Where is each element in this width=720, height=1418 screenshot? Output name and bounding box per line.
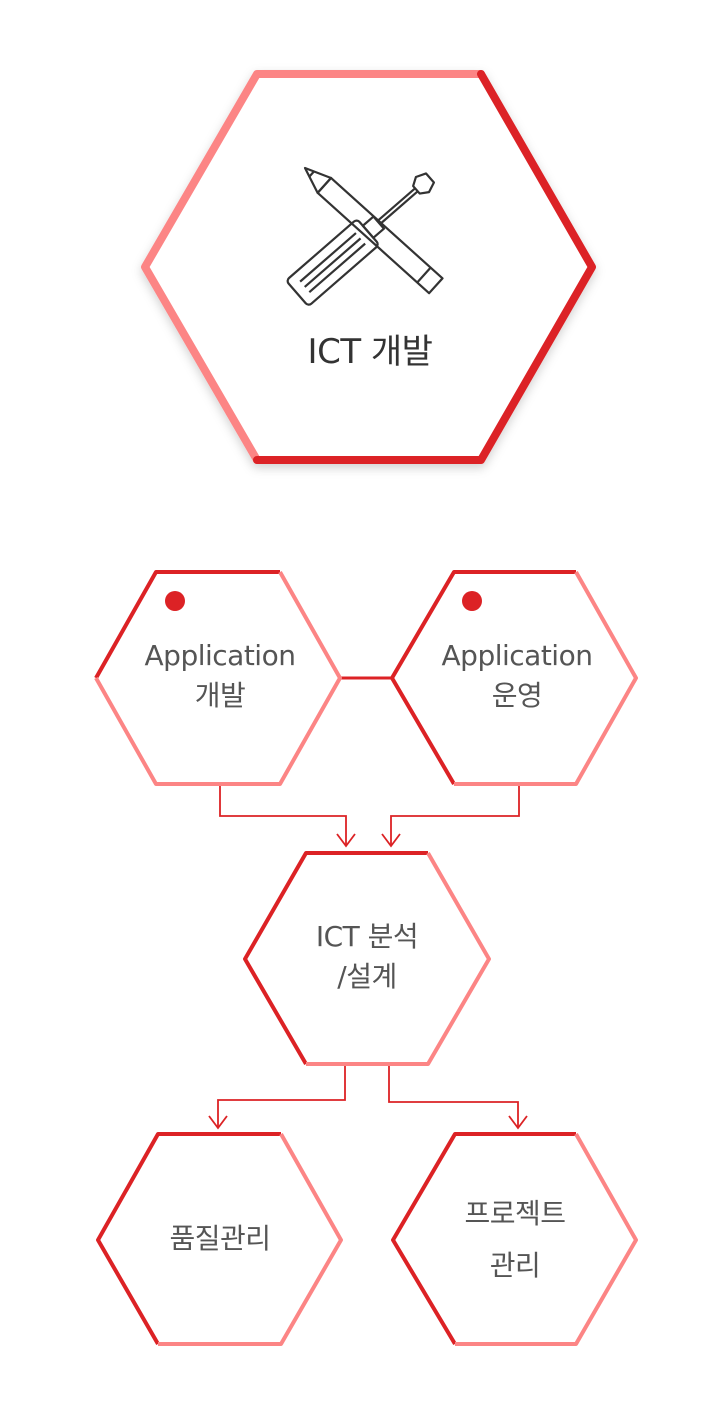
node-project xyxy=(391,1132,638,1346)
node-analysis xyxy=(243,851,491,1066)
node-quality-line1: 품질관리 xyxy=(169,1222,271,1255)
node-app-dev-label: Application 개발 xyxy=(110,636,330,716)
arrow-app-ops-to-analysis xyxy=(381,786,520,848)
node-analysis-line2: /설계 xyxy=(337,960,397,993)
node-app-ops xyxy=(390,570,638,786)
main-hexagon xyxy=(141,70,596,464)
node-app-dev-line1: Application xyxy=(144,639,296,672)
tools-icon xyxy=(286,166,444,306)
main-title: ICT 개발 xyxy=(307,332,433,372)
arrow-analysis-to-project xyxy=(388,1066,528,1130)
node-project-label: 프로젝트 관리 xyxy=(405,1188,625,1292)
node-app-ops-label: Application 운영 xyxy=(407,636,627,716)
arrow-app-dev-to-analysis xyxy=(219,786,356,848)
node-app-ops-line2: 운영 xyxy=(491,679,543,712)
node-app-ops-line1: Application xyxy=(441,639,593,672)
node-quality xyxy=(96,1132,343,1346)
node-bullet xyxy=(462,591,482,611)
arrow-analysis-to-quality xyxy=(208,1066,346,1130)
node-quality-label: 품질관리 xyxy=(110,1219,330,1259)
node-bullet xyxy=(165,591,185,611)
node-project-line1: 프로젝트 xyxy=(464,1197,566,1230)
node-analysis-label: ICT 분석 /설계 xyxy=(257,917,477,997)
node-app-dev xyxy=(94,570,342,786)
node-analysis-line1: ICT 분석 xyxy=(315,920,419,953)
node-project-line2: 관리 xyxy=(489,1249,541,1282)
node-app-dev-line2: 개발 xyxy=(194,679,246,712)
